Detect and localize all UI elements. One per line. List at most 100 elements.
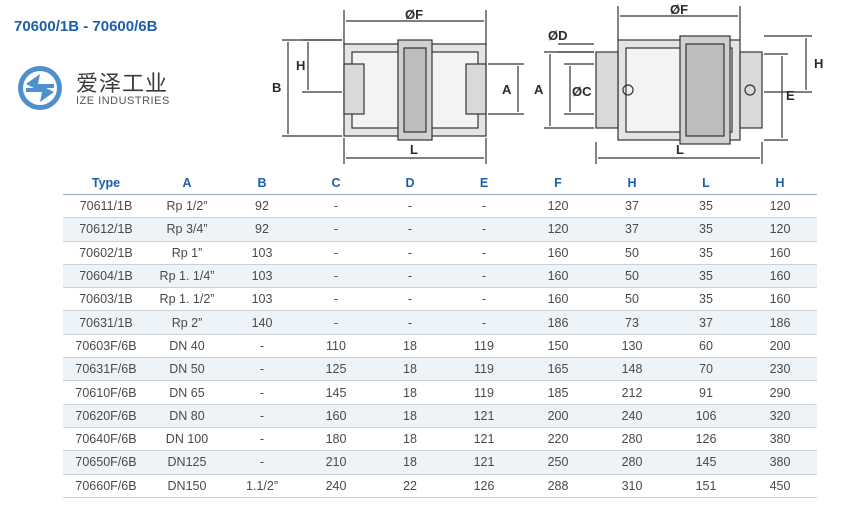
table-cell: 73	[595, 310, 669, 335]
table-cell: 210	[299, 450, 373, 475]
table-cell: 70	[669, 357, 743, 382]
table-cell: 121	[447, 450, 521, 475]
table-cell: 150	[521, 334, 595, 359]
table-cell: Rp 1. 1/4”	[149, 264, 225, 289]
dim-label-b: B	[272, 80, 281, 95]
table-cell: -	[225, 427, 299, 452]
table-cell: 70602/1B	[63, 241, 149, 265]
dim-label-f: ØF	[405, 7, 423, 22]
table-cell: 103	[225, 241, 299, 265]
table-cell: 70603/1B	[63, 287, 149, 312]
table-cell: -	[299, 287, 373, 312]
table-cell: 119	[447, 357, 521, 382]
table-cell: 148	[595, 357, 669, 382]
dim-label-a: A	[534, 82, 544, 97]
table-cell: 145	[669, 450, 743, 475]
table-cell: -	[373, 194, 447, 219]
table-cell: 320	[743, 404, 817, 428]
table-cell: 290	[743, 380, 817, 405]
table-cell: 220	[521, 427, 595, 452]
dim-label-c: ØC	[572, 84, 592, 99]
table-cell: -	[447, 264, 521, 289]
table-cell: DN 50	[149, 357, 225, 382]
table-cell: 230	[743, 357, 817, 382]
header-d: D	[373, 172, 447, 195]
table-cell: 70620F/6B	[63, 404, 149, 428]
table-cell: 280	[595, 450, 669, 475]
logo-mark-icon	[18, 66, 62, 110]
table-cell: 1.1/2”	[225, 474, 299, 498]
dim-label-e: E	[786, 88, 795, 103]
table-cell: 120	[521, 194, 595, 219]
table-cell: -	[299, 310, 373, 335]
table-cell: 70604/1B	[63, 264, 149, 289]
table-cell: 165	[521, 357, 595, 382]
table-cell: 50	[595, 264, 669, 289]
table-cell: 70603F/6B	[63, 334, 149, 359]
header-h-total: H	[743, 172, 817, 195]
table-cell: 200	[521, 404, 595, 428]
table-cell: 151	[669, 474, 743, 498]
table-cell: 310	[595, 474, 669, 498]
table-cell: -	[373, 287, 447, 312]
table-cell: -	[225, 380, 299, 405]
table-cell: -	[373, 217, 447, 242]
table-cell: Rp 1/2”	[149, 194, 225, 219]
table-cell: 18	[373, 427, 447, 452]
logo-chinese-name: 爱泽工业	[76, 72, 169, 97]
table-cell: -	[373, 264, 447, 289]
table-cell: DN150	[149, 474, 225, 498]
table-cell: 106	[669, 404, 743, 428]
table-cell: 35	[669, 241, 743, 265]
table-cell: -	[447, 194, 521, 219]
table-cell: 35	[669, 264, 743, 289]
header-f: F	[521, 172, 595, 195]
table-cell: Rp 1”	[149, 241, 225, 265]
table-cell: 70631/1B	[63, 310, 149, 335]
table-cell: -	[447, 241, 521, 265]
table-cell: 50	[595, 287, 669, 312]
dim-label-h: H	[296, 58, 305, 73]
table-cell: 121	[447, 404, 521, 428]
flanged-strainer-drawing: ØF ØD ØC A H E L	[534, 2, 823, 164]
table-cell: 280	[595, 427, 669, 452]
table-cell: 160	[521, 287, 595, 312]
table-cell: 212	[595, 380, 669, 405]
table-cell: Rp 2”	[149, 310, 225, 335]
table-cell: 103	[225, 264, 299, 289]
table-cell: 37	[595, 194, 669, 219]
table-cell: -	[447, 217, 521, 242]
table-cell: DN 100	[149, 427, 225, 452]
table-cell: 126	[447, 474, 521, 498]
threaded-strainer-drawing: ØF H B A L	[272, 7, 524, 164]
table-cell: 18	[373, 450, 447, 475]
table-cell: 70612/1B	[63, 217, 149, 242]
table-cell: 160	[521, 264, 595, 289]
table-header-row: Type A B C D E F H L H	[63, 172, 817, 195]
table-cell: 35	[669, 194, 743, 219]
table-cell: 288	[521, 474, 595, 498]
table-cell: -	[373, 310, 447, 335]
table-cell: 91	[669, 380, 743, 405]
header-e: E	[447, 172, 521, 195]
table-cell: -	[299, 264, 373, 289]
dim-label-a: A	[502, 82, 512, 97]
table-cell: 450	[743, 474, 817, 498]
table-cell: 380	[743, 427, 817, 452]
table-cell: DN 65	[149, 380, 225, 405]
table-cell: Rp 1. 1/2”	[149, 287, 225, 312]
table-cell: 121	[447, 427, 521, 452]
table-cell: 160	[521, 241, 595, 265]
table-cell: -	[225, 450, 299, 475]
table-cell: 125	[299, 357, 373, 382]
